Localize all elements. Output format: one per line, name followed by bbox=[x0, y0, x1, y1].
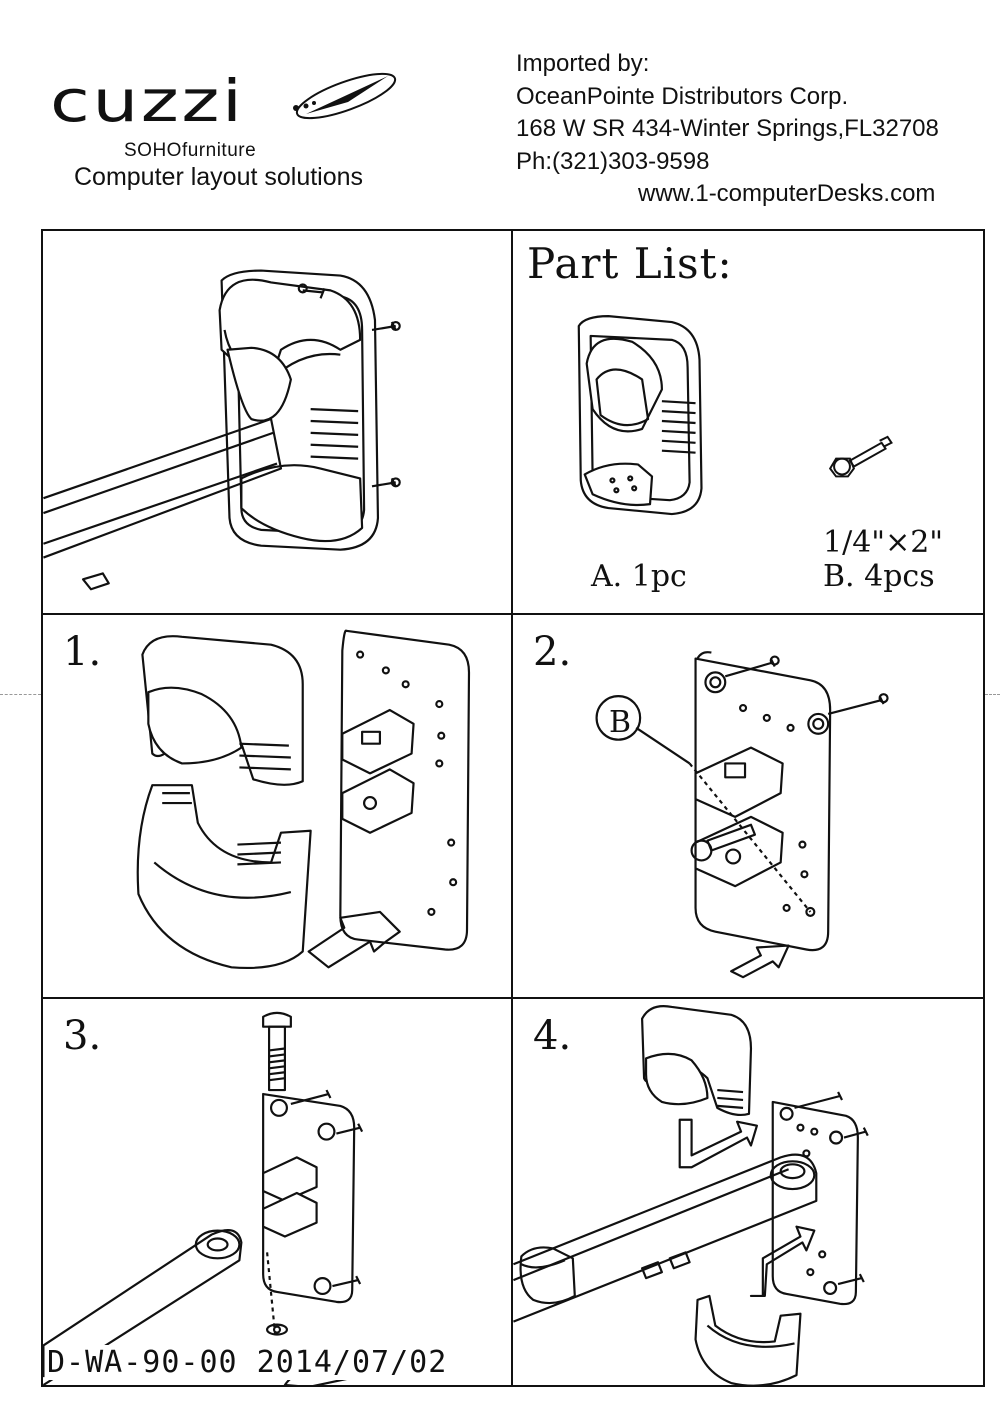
step-1-panel: 1. bbox=[41, 613, 513, 999]
importer-address: 168 W SR 434-Winter Springs,FL32708 bbox=[516, 115, 939, 142]
fold-mark bbox=[985, 694, 1000, 695]
swoosh-logo-icon bbox=[293, 72, 397, 120]
overview-assembly-drawing bbox=[43, 269, 401, 591]
bolt-drawing bbox=[828, 435, 893, 478]
part-b-size: 1/4"×2" bbox=[823, 525, 944, 560]
arrow-icon bbox=[678, 1118, 758, 1169]
step-3-panel: 3. bbox=[41, 997, 513, 1387]
step-number: 2. bbox=[533, 629, 572, 675]
importer-heading: Imported by: bbox=[516, 50, 650, 77]
brand-sub-name: SOHOfurniture bbox=[124, 140, 257, 161]
step-number: 4. bbox=[533, 1013, 572, 1059]
part-list-title: Part List: bbox=[527, 239, 733, 288]
part-list-panel: Part List: A. 1pc 1/4"×2" B. 4pcs bbox=[511, 229, 985, 615]
step-2-panel: 2. bbox=[511, 613, 985, 999]
callout-b-label: B bbox=[608, 705, 632, 740]
fold-mark bbox=[0, 694, 41, 695]
document-header: cuzzi SOHOfurniture Computer layout solu… bbox=[0, 0, 1000, 228]
brand-name: cuzzi bbox=[50, 67, 245, 135]
step-4-panel: 4. bbox=[511, 997, 985, 1387]
instruction-grid: Part List: A. 1pc 1/4"×2" B. 4pcs 1. bbox=[41, 229, 985, 1387]
importer-block: Imported by: OceanPointe Distributors Co… bbox=[516, 48, 986, 211]
mount-cover-drawing bbox=[577, 315, 703, 516]
arrow-icon bbox=[749, 1225, 816, 1298]
importer-phone: Ph:(321)303-9598 bbox=[516, 147, 710, 175]
document-code: D-WA-90-00 2014/07/02 bbox=[47, 1345, 448, 1380]
part-a-label: A. 1pc bbox=[591, 559, 687, 594]
arrow-icon bbox=[307, 910, 401, 969]
arrow-icon bbox=[730, 944, 790, 979]
callout-circle bbox=[595, 695, 642, 741]
brand-tagline: Computer layout solutions bbox=[74, 163, 364, 191]
step-4-drawing bbox=[513, 1005, 869, 1385]
step-3-drawing bbox=[43, 1011, 385, 1385]
step-number: 1. bbox=[63, 629, 102, 675]
overview-panel bbox=[41, 229, 513, 615]
bracket-plate-drawing bbox=[595, 651, 889, 979]
importer-website: www.1-computerDesks.com bbox=[638, 180, 936, 207]
step-1-drawing bbox=[136, 629, 471, 969]
brand-logo bbox=[48, 68, 408, 148]
importer-company: OceanPointe Distributors Corp. bbox=[516, 82, 849, 110]
step-number: 3. bbox=[63, 1013, 102, 1059]
parts-drawing bbox=[577, 315, 893, 516]
part-b-label: B. 4pcs bbox=[823, 559, 935, 594]
